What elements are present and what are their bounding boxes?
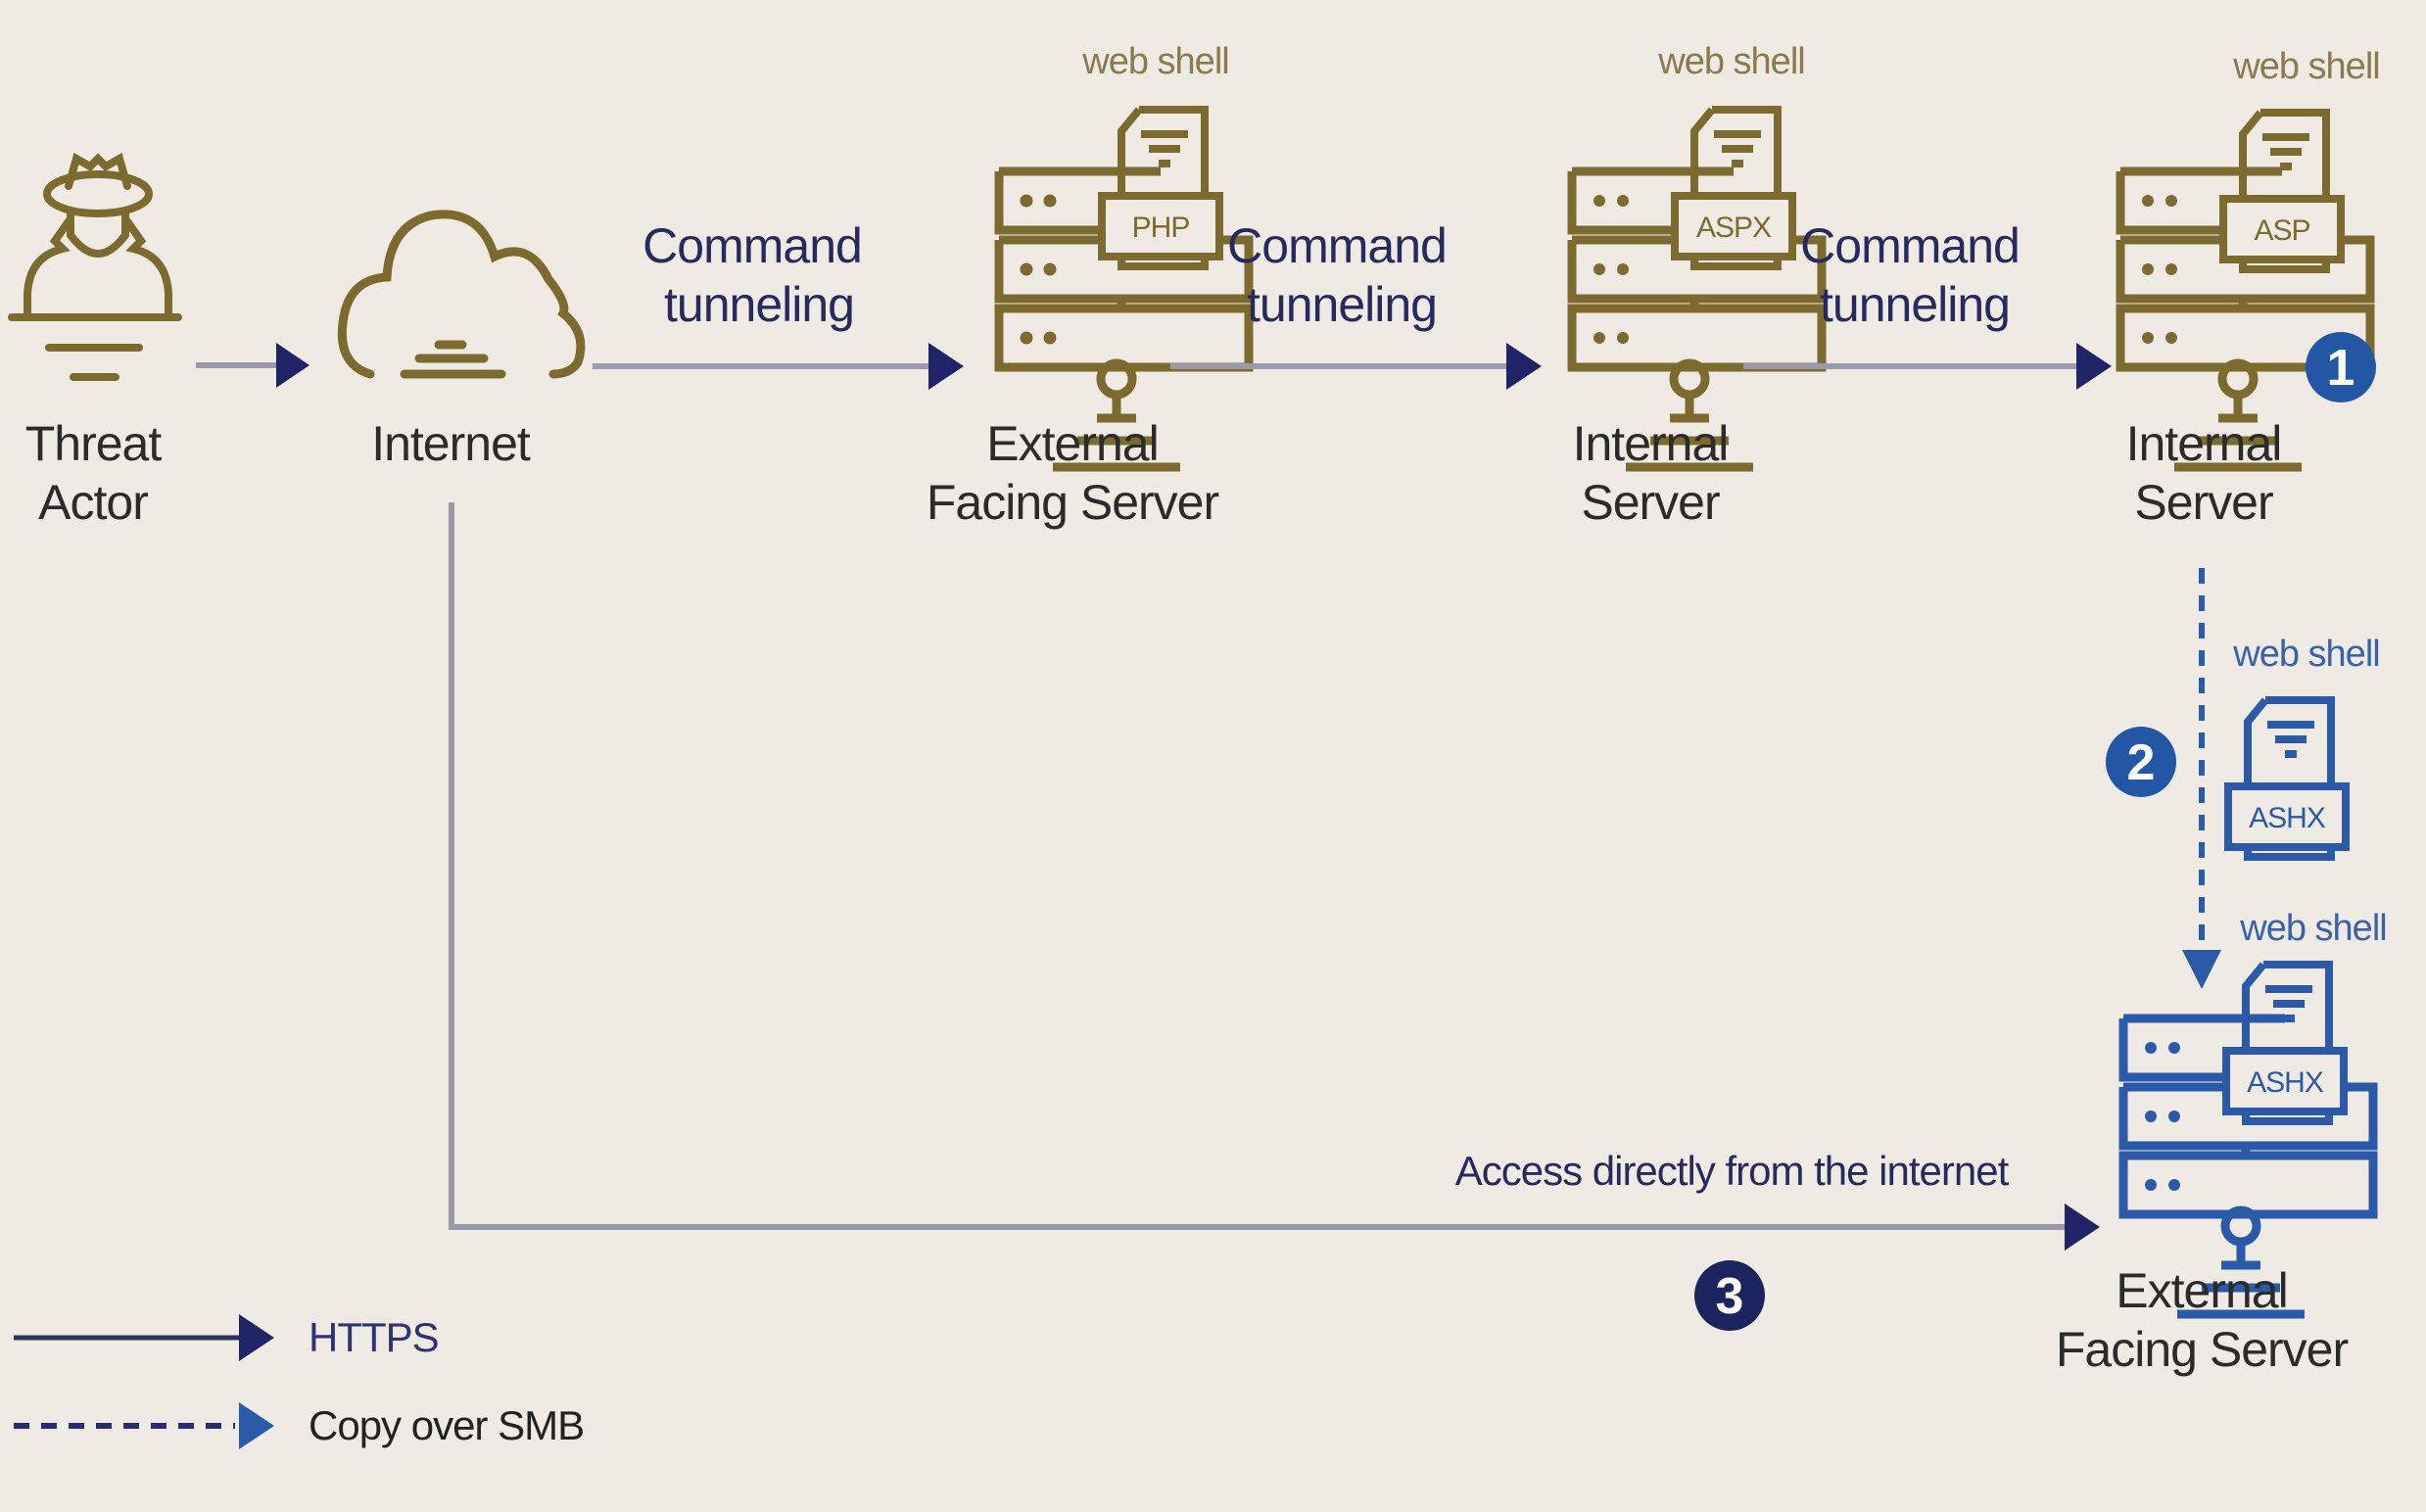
command-tunnel-edge-3: Command tunneling xyxy=(1743,218,2112,390)
server-rack-icon xyxy=(2123,1018,2373,1314)
legend-https-label: HTTPS xyxy=(309,1314,439,1360)
cloud-icon xyxy=(337,210,586,379)
legend-smb-item: Copy over SMB xyxy=(14,1402,585,1449)
web-shell-label: web shell xyxy=(2232,46,2379,87)
server-rack-icon xyxy=(2120,171,2370,467)
dashed-arrow-icon xyxy=(239,1402,274,1449)
arrowhead-icon xyxy=(928,343,964,390)
tunnel-1-label: Command xyxy=(642,218,862,273)
tunnel-3-label: Command xyxy=(1800,218,2020,273)
server-rack-icon xyxy=(999,171,1249,467)
external-server-1-label: External xyxy=(986,416,1158,471)
web-shell-label: web shell xyxy=(1657,41,1804,82)
internal-server-1-label: Internal xyxy=(1573,416,1729,471)
external-server-2-node: web shell ASHX External Facing Server xyxy=(2056,908,2388,1377)
arrowhead-icon xyxy=(276,343,309,388)
asp-web-shell-document-icon: ASP xyxy=(2223,113,2341,269)
threat-actor-label: Threat xyxy=(25,416,163,471)
arrowhead-icon xyxy=(2065,1204,2100,1251)
arrowhead-icon xyxy=(2076,343,2112,390)
direct-access-edge: Access directly from the internet xyxy=(449,502,2100,1251)
legend: HTTPS Copy over SMB xyxy=(14,1314,585,1449)
spy-hat-person-icon xyxy=(8,152,182,381)
web-shell-label: web shell xyxy=(2232,634,2379,675)
arrowhead-icon xyxy=(2182,950,2221,989)
internal-server-2-label-2: Server xyxy=(2134,475,2273,530)
file-type-tag: ASPX xyxy=(1696,212,1772,244)
internet-node: Internet xyxy=(337,210,586,471)
file-type-tag: ASHX xyxy=(2249,802,2326,834)
aspx-web-shell-document-icon: ASPX xyxy=(1675,110,1792,266)
external-server-1-node: web shell PHP External Facing Server xyxy=(927,41,1249,530)
tunnel-2-label-2: tunneling xyxy=(1247,277,1437,332)
command-tunnel-edge-2: Command tunneling xyxy=(1170,218,1542,390)
server-rack-icon xyxy=(1572,171,1822,467)
external-server-2-label: External xyxy=(2116,1263,2287,1318)
external-server-1-label-2: Facing Server xyxy=(927,475,1219,530)
internal-server-2-node: web shell ASP Internal Server xyxy=(2120,46,2381,530)
smb-copy-edge xyxy=(2182,568,2221,989)
threat-actor-node: Threat Actor xyxy=(8,152,182,530)
legend-smb-label: Copy over SMB xyxy=(309,1402,584,1448)
arrowhead-icon xyxy=(1506,343,1542,390)
web-shell-label: web shell xyxy=(2239,908,2386,949)
ashx-web-shell-document-icon: ASHX xyxy=(2228,700,2346,857)
step-3-badge: 3 xyxy=(1694,1260,1765,1331)
tunnel-1-label-2: tunneling xyxy=(664,277,854,332)
tunnel-2-label: Command xyxy=(1227,218,1447,273)
internal-server-1-node: web shell ASPX Internal Server xyxy=(1572,41,1822,530)
step-1-badge: 1 xyxy=(2306,332,2376,402)
internal-server-1-label-2: Server xyxy=(1581,475,1720,530)
ashx-web-shell-document-icon: ASHX xyxy=(2226,965,2344,1121)
tunnel-3-label-2: tunneling xyxy=(1820,277,2010,332)
file-type-tag: ASHX xyxy=(2247,1066,2324,1099)
external-server-2-label-2: Facing Server xyxy=(2056,1322,2349,1377)
https-arrow-actor-to-internet xyxy=(196,343,309,388)
step-1-number: 1 xyxy=(2327,340,2355,397)
command-tunnel-edge-1: Command tunneling xyxy=(593,218,964,390)
file-type-tag: ASP xyxy=(2254,214,2309,247)
copied-web-shell: web shell ASHX xyxy=(2228,634,2381,857)
php-web-shell-document-icon: PHP xyxy=(1102,110,1219,266)
legend-https-item: HTTPS xyxy=(14,1314,440,1361)
step-2-number: 2 xyxy=(2127,734,2156,791)
step-3-number: 3 xyxy=(1716,1268,1744,1325)
internal-server-2-label: Internal xyxy=(2126,416,2282,471)
step-2-badge: 2 xyxy=(2106,727,2176,797)
solid-arrow-icon xyxy=(239,1314,274,1361)
internet-label: Internet xyxy=(371,416,531,471)
threat-actor-label-2: Actor xyxy=(38,475,148,530)
file-type-tag: PHP xyxy=(1132,212,1190,244)
direct-access-label: Access directly from the internet xyxy=(1455,1148,2010,1194)
web-shell-label: web shell xyxy=(1081,41,1228,82)
